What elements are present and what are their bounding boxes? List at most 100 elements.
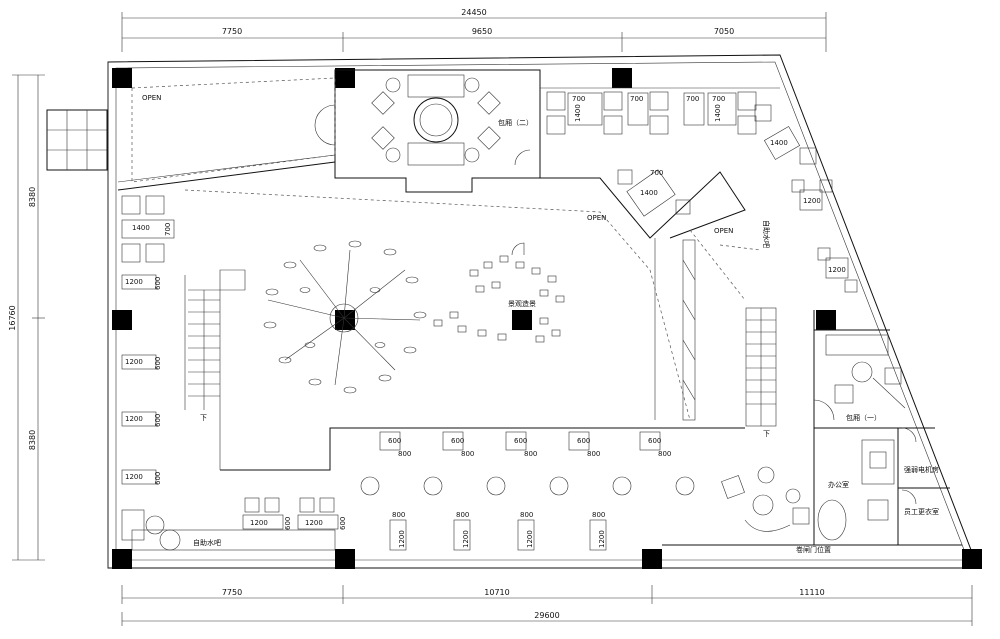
dim-top-seg-3: 7050 [714, 27, 734, 36]
dim-left-seg-1: 8380 [28, 187, 37, 207]
svg-text:800: 800 [398, 450, 411, 458]
svg-text:800: 800 [392, 511, 405, 519]
svg-text:1400: 1400 [574, 104, 582, 122]
svg-text:800: 800 [592, 511, 605, 519]
room-label-feature: 景观造景 [508, 299, 536, 308]
open-label-2: OPEN [587, 214, 606, 222]
dim-bottom-seg-1: 7750 [222, 588, 242, 597]
column [512, 310, 532, 330]
column [962, 549, 982, 569]
svg-text:800: 800 [461, 450, 474, 458]
svg-text:1400: 1400 [714, 104, 722, 122]
svg-text:1200: 1200 [828, 266, 846, 274]
svg-text:1400: 1400 [132, 224, 150, 232]
private-room-1: 包厢（一） 自助水吧 [762, 220, 906, 422]
svg-text:600: 600 [154, 472, 162, 485]
column [816, 310, 836, 330]
svg-text:600: 600 [451, 437, 464, 445]
dim-bottom-total: 29600 [534, 611, 559, 620]
stair-down-left-label: 下 [200, 414, 207, 422]
column [335, 68, 355, 88]
svg-text:600: 600 [577, 437, 590, 445]
svg-text:1200: 1200 [462, 530, 470, 548]
open-void-outlines: OPEN OPEN OPEN [131, 77, 761, 421]
railing-rolling [682, 239, 696, 421]
dimension-left: 16760 8380 8380 [8, 74, 45, 561]
left-column-tables: 1400 700 1200 600 1200 600 1200 600 1200… [121, 195, 181, 551]
office: 办公室 [817, 439, 895, 541]
svg-text:700: 700 [572, 95, 585, 103]
room-label-locker: 员工更衣室 [904, 507, 939, 516]
structural-columns [112, 68, 982, 569]
column [335, 549, 355, 569]
svg-text:1200: 1200 [125, 473, 143, 481]
svg-text:1200: 1200 [305, 519, 323, 527]
tree-feature [263, 240, 427, 394]
room-label-electrical: 强弱电机房 [904, 465, 939, 474]
lounge-seating: 卷闸门位置 [721, 466, 831, 554]
interior-walls [117, 69, 962, 551]
center-table: 700 1400 [617, 169, 691, 217]
svg-text:1200: 1200 [125, 278, 143, 286]
svg-text:600: 600 [154, 414, 162, 427]
svg-text:1200: 1200 [526, 530, 534, 548]
private-room-2: 包厢（二） [314, 74, 533, 166]
svg-text:800: 800 [456, 511, 469, 519]
svg-text:1200: 1200 [125, 415, 143, 423]
svg-text:1400: 1400 [640, 189, 658, 197]
room-label-bar-right: 自助水吧 [762, 220, 771, 248]
svg-text:1200: 1200 [598, 530, 606, 548]
column [612, 68, 632, 88]
svg-text:800: 800 [658, 450, 671, 458]
svg-text:600: 600 [514, 437, 527, 445]
room-label-office: 办公室 [828, 480, 849, 489]
dimension-bottom: 7750 10710 11110 29600 [121, 585, 973, 626]
svg-text:600: 600 [154, 357, 162, 370]
dim-bottom-seg-3: 11110 [799, 588, 824, 597]
open-label-3: OPEN [714, 227, 733, 235]
svg-text:1200: 1200 [250, 519, 268, 527]
bottom-row-tables: 800 1200 800 1200 800 1200 800 1200 [389, 511, 607, 551]
column [335, 310, 355, 330]
stair-right: 下 [746, 308, 776, 438]
svg-text:700: 700 [630, 95, 643, 103]
svg-text:700: 700 [650, 169, 663, 177]
dim-top-total: 24450 [461, 8, 486, 17]
dim-bottom-seg-2: 10710 [484, 588, 509, 597]
dim-left-seg-2: 8380 [28, 430, 37, 450]
svg-text:800: 800 [524, 450, 537, 458]
svg-text:600: 600 [339, 517, 347, 530]
open-label-1: OPEN [142, 94, 161, 102]
stair-down-right-label: 下 [763, 430, 770, 438]
rolling-door-label: 卷闸门位置 [796, 545, 831, 554]
svg-text:600: 600 [648, 437, 661, 445]
dim-top-seg-2: 9650 [472, 27, 492, 36]
room-label-private-1: 包厢（一） [846, 413, 881, 422]
svg-text:700: 700 [686, 95, 699, 103]
svg-text:700: 700 [164, 223, 172, 236]
dim-left-total: 16760 [8, 305, 17, 330]
dim-top-seg-1: 7750 [222, 27, 242, 36]
bar-tables: 1200 600 1200 600 自助水吧 [193, 497, 347, 547]
column [112, 549, 132, 569]
middle-row-tables: 600 800 600 800 600 800 600 800 600 800 [360, 431, 695, 496]
svg-text:600: 600 [388, 437, 401, 445]
svg-text:700: 700 [712, 95, 725, 103]
column [642, 549, 662, 569]
svg-text:1200: 1200 [803, 197, 821, 205]
svg-text:1200: 1200 [125, 358, 143, 366]
room-label-private-2: 包厢（二） [498, 118, 533, 127]
svg-text:600: 600 [284, 517, 292, 530]
room-label-bar-left: 自助水吧 [193, 538, 221, 547]
top-booths: 700 1400 700 700 1400 700 [546, 91, 757, 135]
service-rooms: 强弱电机房 员工更衣室 [901, 427, 939, 516]
dimension-top: 24450 7750 9650 7050 [121, 8, 827, 52]
stair-left: 下 [188, 290, 220, 422]
svg-text:1200: 1200 [398, 530, 406, 548]
svg-text:800: 800 [587, 450, 600, 458]
svg-text:800: 800 [520, 511, 533, 519]
column [112, 310, 132, 330]
svg-text:1400: 1400 [770, 139, 788, 147]
svg-text:600: 600 [154, 277, 162, 290]
